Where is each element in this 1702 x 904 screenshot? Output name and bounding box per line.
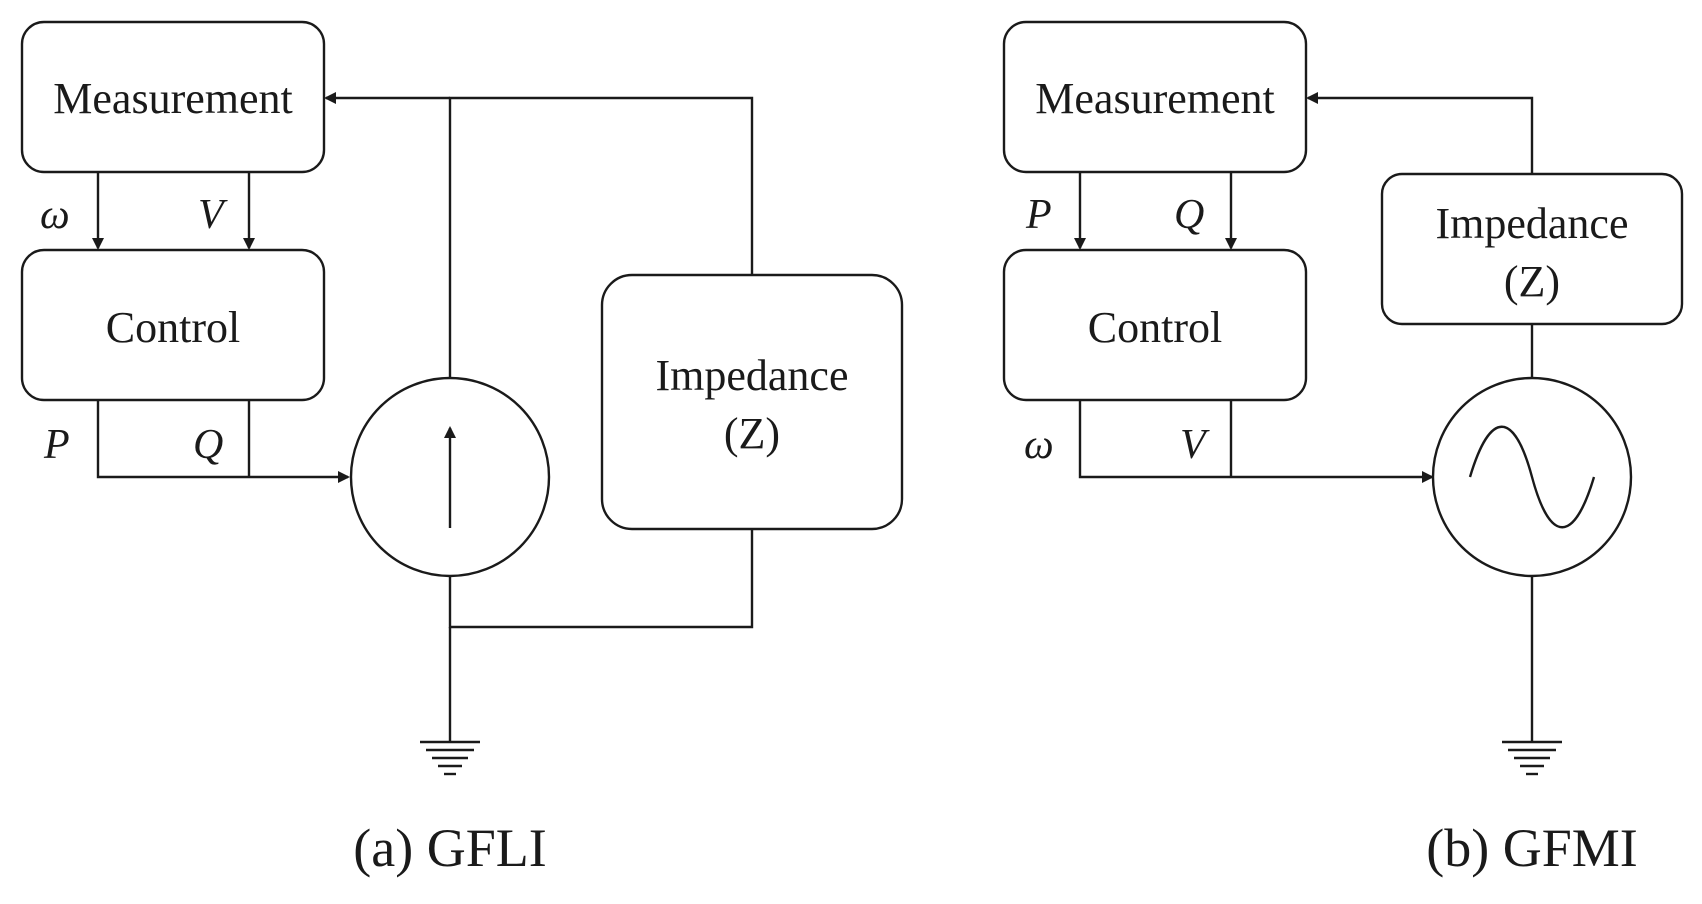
gfmi-impedance-symbol: (Z)	[1504, 257, 1560, 306]
gfmi-control-block: Control	[1002, 248, 1308, 402]
gfli-omega-label: ω	[40, 192, 70, 238]
current-source-icon	[349, 376, 551, 578]
gfli-impedance-symbol: (Z)	[724, 409, 780, 458]
gfli-impedance-label: Impedance	[656, 351, 849, 400]
gfli-return-wire	[448, 529, 754, 629]
gfli-caption: (a) GFLI	[353, 818, 546, 878]
gfli-p-label: P	[43, 422, 70, 468]
ground-icon	[420, 740, 480, 776]
gfmi-omega-label: ω	[1024, 422, 1054, 468]
gfmi-control-label: Control	[1088, 303, 1222, 352]
gfli-impedance-block: Impedance (Z)	[600, 273, 904, 531]
gfmi-measurement-block: Measurement	[1002, 20, 1308, 174]
gfmi-diagram: Measurement Control Impedance (Z) P Q ω …	[1002, 20, 1684, 878]
gfmi-q-label: Q	[1174, 192, 1204, 238]
gfli-measurement-label: Measurement	[53, 74, 292, 123]
gfmi-feedback-wire	[1306, 92, 1534, 174]
voltage-source-icon	[1431, 376, 1633, 578]
gfmi-measurement-label: Measurement	[1035, 74, 1274, 123]
gfmi-impedance-label: Impedance	[1436, 199, 1629, 248]
gfli-feedback-wire	[448, 96, 754, 378]
gfmi-caption: (b) GFMI	[1426, 818, 1638, 878]
gfli-v-label: V	[198, 192, 228, 238]
gfmi-v-label: V	[1180, 422, 1210, 468]
gfli-q-label: Q	[193, 422, 223, 468]
gfli-diagram: Measurement Control Impedance (Z) ω V P …	[20, 20, 904, 878]
gfli-control-label: Control	[106, 303, 240, 352]
gfmi-impedance-block: Impedance (Z)	[1380, 172, 1684, 326]
gfmi-omega-v-wire	[1078, 400, 1434, 483]
ground-icon	[1502, 740, 1562, 776]
gfmi-p-label: P	[1025, 192, 1052, 238]
gfli-control-block: Control	[20, 248, 326, 402]
gfli-pq-wire	[96, 400, 350, 483]
gfli-measurement-block: Measurement	[20, 20, 326, 174]
